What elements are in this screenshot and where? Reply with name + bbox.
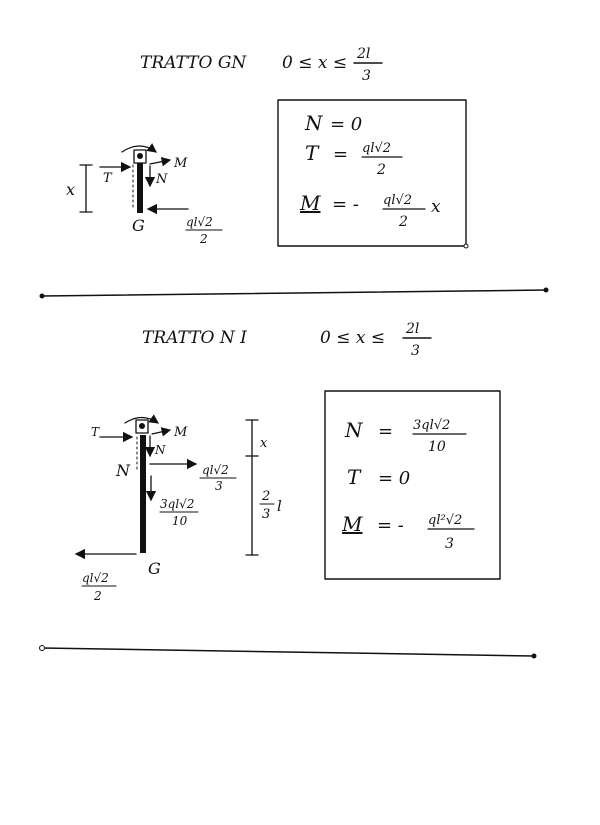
section-1-x-label: x [66, 180, 75, 199]
section-2-node-g-label: G [148, 559, 161, 578]
section-2-moment-label: M [173, 425, 188, 440]
section-2: TRATTO N I 0 ≤ x ≤ 2l 3 T M N N ql√2 [74, 321, 501, 603]
section-2-node-n-label: N [115, 461, 131, 480]
section-1-beam-member [137, 163, 143, 213]
section-2-load-base-num: ql√2 [82, 571, 109, 585]
section-2-eq-n-eq: = [378, 421, 393, 442]
section-2-eq-m-den: 3 [445, 536, 454, 552]
section-1-eq-t-lhs: T [305, 141, 320, 165]
section-2-section-cut-symbol [135, 419, 149, 434]
section-1-load-num: ql√2 [186, 215, 213, 229]
section-2-eq-n-lhs: N [344, 418, 364, 442]
section-2-load-h-num: ql√2 [202, 463, 229, 477]
section-2-title: TRATTO N I [142, 328, 247, 348]
section-1-range-upper-num: 2l [356, 46, 370, 62]
divider-2 [41, 647, 535, 657]
section-1-range-lower: 0 ≤ x ≤ [282, 53, 347, 73]
section-2-eq-n-den: 10 [428, 439, 446, 455]
section-1-eq-t-num: ql√2 [362, 141, 391, 156]
section-2-range-lower: 0 ≤ x ≤ [320, 328, 385, 348]
section-1-range-upper-den: 3 [362, 68, 371, 84]
section-2-eq-t-lhs: T [347, 465, 362, 489]
section-2-load-axial-num: 3ql√2 [160, 497, 194, 511]
section-1-shear-label: T [103, 171, 113, 186]
section-1-moment-label: M [173, 156, 188, 171]
section-2-x-label: x [260, 436, 268, 451]
section-1-eq-m-lhs: M [299, 191, 321, 215]
section-2-shear-label: T [91, 425, 100, 439]
section-2-load-base-den: 2 [93, 589, 102, 603]
section-1-eq-n-rhs: = 0 [330, 114, 362, 135]
section-2-free-body-diagram: T M N N ql√2 3 3ql√2 10 G ql√2 2 [74, 414, 282, 603]
section-1-eq-t-eq: = [333, 144, 348, 165]
section-1: TRATTO GN 0 ≤ x ≤ 2l 3 x T N M [66, 46, 469, 249]
section-2-beam-member [140, 435, 146, 553]
section-2-eq-n-num: 3ql√2 [413, 418, 450, 433]
section-2-eq-m-lhs: M [341, 512, 363, 536]
divider-1 [41, 289, 547, 297]
section-2-normal-label: N [154, 443, 166, 457]
section-1-eq-t-den: 2 [376, 162, 386, 178]
section-2-length-num: 2 [261, 489, 270, 504]
section-2-length-suffix: l [277, 497, 282, 515]
section-1-free-body-diagram: x T N M G ql√2 2 [66, 143, 223, 246]
section-1-equation-box: N = 0 T = ql√2 2 M = - ql√2 2 x [277, 99, 469, 249]
section-1-node-g-label: G [132, 216, 145, 235]
section-2-range-upper-num: 2l [405, 321, 419, 337]
section-1-eq-m-den: 2 [398, 214, 408, 230]
section-2-equation-box: N = 3ql√2 10 T = 0 M = - ql²√2 3 [324, 390, 501, 580]
section-1-normal-label: N [155, 172, 168, 187]
section-1-eq-n-lhs: N [304, 111, 324, 135]
section-1-eq-m-eq: = - [332, 194, 359, 215]
section-2-load-axial-den: 10 [172, 514, 188, 528]
section-1-title: TRATTO GN [140, 53, 247, 73]
section-1-eq-m-num: ql√2 [383, 193, 412, 208]
section-2-load-h-den: 3 [215, 479, 223, 493]
section-2-eq-m-num: ql²√2 [428, 513, 462, 528]
section-1-eq-m-suffix: x [431, 197, 441, 217]
section-2-eq-m-eq: = - [377, 515, 404, 536]
section-2-eq-t-rhs: = 0 [378, 468, 410, 489]
section-1-section-cut-symbol [133, 149, 147, 164]
section-2-length-den: 3 [262, 507, 270, 522]
section-2-range-upper-den: 3 [411, 343, 420, 359]
section-1-load-den: 2 [199, 232, 208, 246]
